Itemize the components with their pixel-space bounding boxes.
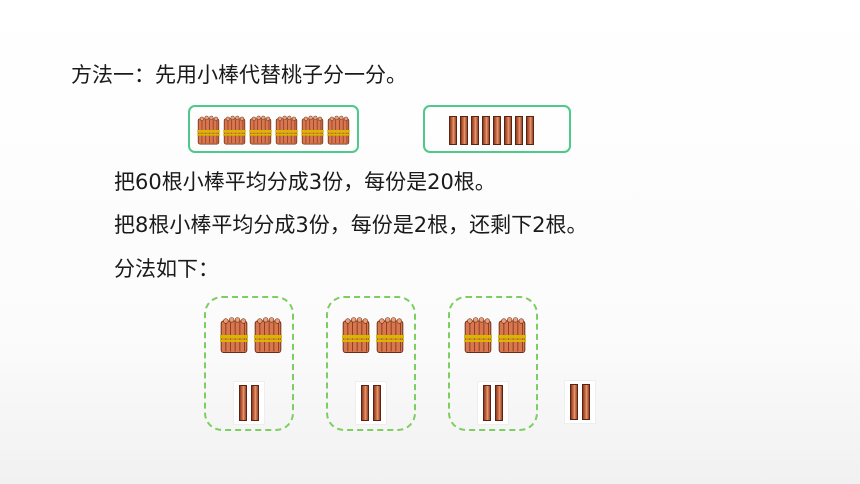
group-sticks [356, 382, 386, 424]
stick-icon [495, 385, 503, 421]
single-stick-row [449, 116, 534, 145]
share-group-2 [326, 296, 416, 431]
stick-icon [460, 116, 468, 145]
stick-bundle-icon [249, 115, 272, 145]
remaining-sticks [565, 381, 595, 423]
stick-pair [565, 381, 595, 423]
stick-icon [471, 116, 479, 145]
stick-pair [234, 382, 264, 424]
stick-icon [483, 385, 491, 421]
stick-icon [582, 384, 590, 420]
stick-pair [478, 382, 508, 424]
stick-bundle-icon [197, 115, 220, 145]
stick-icon [449, 116, 457, 145]
page-title: 方法一：先用小棒代替桃子分一分。 [71, 63, 407, 87]
statement-tens: 把60根小棒平均分成3份，每份是20根。 [114, 170, 496, 194]
stick-icon [504, 116, 512, 145]
group-sticks [478, 382, 508, 424]
stick-bundle-icon [254, 316, 282, 354]
stick-bundle-icon [275, 115, 298, 145]
stick-icon [251, 385, 259, 421]
share-group-1 [204, 296, 294, 431]
stick-icon [373, 385, 381, 421]
stick-icon [526, 116, 534, 145]
stick-bundle-icon [498, 316, 526, 354]
stick-bundle-icon [223, 115, 246, 145]
stick-bundle-icon [342, 316, 370, 354]
bundles-box [188, 105, 359, 153]
stick-bundle-icon [301, 115, 324, 145]
stick-icon [361, 385, 369, 421]
stick-pair [356, 382, 386, 424]
statement-method: 分法如下： [114, 257, 219, 281]
stick-icon [570, 384, 578, 420]
statement-ones: 把8根小棒平均分成3份，每份是2根，还剩下2根。 [114, 213, 588, 237]
stick-bundle-icon [327, 115, 350, 145]
stick-bundle-icon [376, 316, 404, 354]
group-sticks [234, 382, 264, 424]
group-bundles [342, 316, 404, 354]
group-bundles [464, 316, 526, 354]
stick-icon [515, 116, 523, 145]
share-group-3 [448, 296, 538, 431]
group-bundles [220, 316, 282, 354]
single-sticks-box [423, 105, 571, 153]
stick-icon [239, 385, 247, 421]
bundle-row [197, 115, 350, 145]
stick-bundle-icon [464, 316, 492, 354]
stick-icon [482, 116, 490, 145]
stick-icon [493, 116, 501, 145]
stick-bundle-icon [220, 316, 248, 354]
